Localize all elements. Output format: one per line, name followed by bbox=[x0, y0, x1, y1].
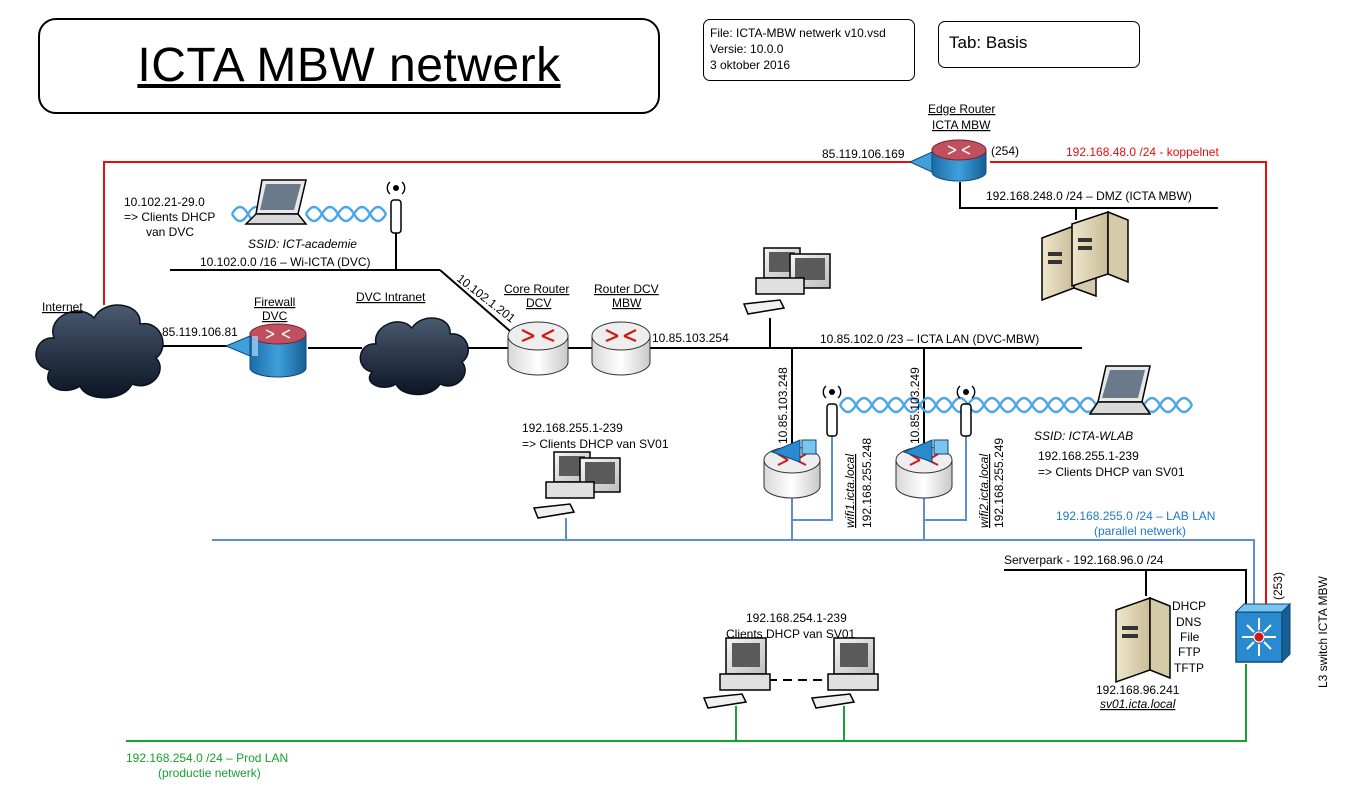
router-dcv-label-1: Router DCV bbox=[594, 282, 659, 296]
prod-lan-link bbox=[126, 664, 1247, 742]
wifi1-router-icon bbox=[763, 439, 821, 499]
wi-icta-label: 10.102.0.0 /16 – Wi-ICTA (DVC) bbox=[200, 255, 371, 269]
prod-clients-label-2: Clients DHCP van SV01 bbox=[726, 627, 855, 641]
laptop-icon-wlab bbox=[1088, 365, 1152, 415]
firewall-label-2: DVC bbox=[262, 309, 288, 323]
core-router-label-2: DCV bbox=[526, 296, 551, 310]
lab-lan-label-2: (parallel netwerk) bbox=[1094, 524, 1186, 538]
core-router-icon bbox=[507, 321, 569, 376]
edge-router-label-2: ICTA MBW bbox=[932, 118, 991, 132]
wifi2-ip-label: 192.168.255.249 bbox=[992, 438, 1006, 528]
dvc-intranet-cloud-icon bbox=[359, 317, 469, 396]
server-icon-sv01 bbox=[1115, 596, 1171, 684]
koppelnet-link bbox=[103, 161, 935, 305]
workstation-icon-prod-2 bbox=[810, 637, 879, 709]
router-dcv-label-2: MBW bbox=[612, 296, 642, 310]
ap1-uplink-ip-label: 10.85.103.248 bbox=[776, 367, 790, 444]
edge-254-label: (254) bbox=[991, 144, 1019, 158]
tab-label: Tab: Basis bbox=[949, 33, 1028, 52]
core-router-label-1: Core Router bbox=[504, 282, 569, 296]
dmz-link bbox=[959, 182, 1218, 209]
router-dcv-mbw-icon bbox=[591, 321, 651, 376]
core-ip-label: 10.102.1.201 bbox=[454, 271, 518, 325]
internet-label: Internet bbox=[42, 300, 83, 314]
edge-router-label-1: Edge Router bbox=[928, 102, 995, 116]
antenna-icon-wifi2 bbox=[956, 385, 976, 437]
koppelnet-label: 192.168.48.0 /24 - koppelnet bbox=[1066, 145, 1219, 159]
workstation-icon-icta-lan bbox=[742, 247, 831, 315]
page-title: ICTA MBW netwerk bbox=[137, 39, 561, 92]
wifi1-ip-label: 192.168.255.248 bbox=[860, 438, 874, 528]
service-tftp-label: TFTP bbox=[1174, 661, 1204, 675]
service-dns-label: DNS bbox=[1176, 615, 1201, 629]
server-icon-dmz bbox=[1041, 210, 1129, 302]
wifi2-name-label: wifi2.icta.local bbox=[977, 454, 991, 528]
workstation-icon-prod-1 bbox=[702, 637, 771, 709]
wifi-clients-label-2: => Clients DHCP bbox=[124, 210, 215, 224]
service-file-label: File bbox=[1180, 630, 1200, 644]
lab-clients-left-label-1: 192.168.255.1-239 bbox=[522, 421, 623, 435]
firewall-label-1: Firewall bbox=[254, 295, 295, 309]
router-dcv-ip-label: 10.85.103.254 bbox=[652, 331, 729, 345]
antenna-icon-wifi1 bbox=[822, 385, 842, 437]
ssid-ict-academie-label: SSID: ICT-academie bbox=[248, 237, 357, 251]
file-info-box: File: ICTA-MBW netwerk v10.vsd Versie: 1… bbox=[703, 19, 915, 81]
wifi-clients-label-3: van DVC bbox=[146, 225, 194, 239]
tab-box: Tab: Basis bbox=[938, 21, 1140, 68]
prod-lan-label-1: 192.168.254.0 /24 – Prod LAN bbox=[126, 751, 288, 765]
switch-253-label: (253) bbox=[1271, 572, 1285, 600]
wifi1-name-label: wifi1.icta.local bbox=[843, 454, 857, 528]
lab-lan-label-1: 192.168.255.0 /24 – LAB LAN bbox=[1056, 509, 1215, 523]
edge-ip-label: 85.119.106.169 bbox=[822, 147, 905, 161]
dmz-label: 192.168.248.0 /24 – DMZ (ICTA MBW) bbox=[986, 189, 1192, 203]
sv01-ip-label: 192.168.96.241 bbox=[1096, 683, 1180, 697]
lab-lan-link bbox=[212, 539, 1255, 612]
wifi2-router-icon bbox=[895, 439, 953, 499]
file-version: Versie: 10.0.0 bbox=[710, 42, 784, 56]
serverpark-link bbox=[1004, 569, 1247, 612]
switch-name-label: L3 switch ICTA MBW bbox=[1316, 576, 1330, 688]
koppelnet-switch-link bbox=[990, 161, 1267, 612]
wi-icta-core-link bbox=[439, 269, 519, 339]
firewall-icon bbox=[224, 323, 307, 378]
service-dhcp-label: DHCP bbox=[1172, 599, 1206, 613]
ssid-wlab-label: SSID: ICTA-WLAB bbox=[1034, 429, 1133, 443]
internet-cloud-icon bbox=[35, 304, 164, 399]
workstation-icon-lab bbox=[532, 451, 621, 519]
file-date: 3 oktober 2016 bbox=[710, 58, 791, 72]
ap2-antenna-lab-link bbox=[924, 434, 967, 521]
title-box: ICTA MBW netwerk bbox=[38, 18, 660, 114]
laptop-icon-dvc bbox=[244, 179, 308, 225]
lab-clients-right-label-1: 192.168.255.1-239 bbox=[1038, 449, 1139, 463]
firewall-ip-label: 85.119.106.81 bbox=[162, 325, 238, 339]
icta-lan-label: 10.85.102.0 /23 – ICTA LAN (DVC-MBW) bbox=[820, 332, 1039, 346]
l3-switch-icon bbox=[1234, 602, 1292, 664]
antenna-icon-dvc bbox=[386, 181, 406, 234]
dvc-intranet-label: DVC Intranet bbox=[356, 290, 426, 304]
prod-clients-label-1: 192.168.254.1-239 bbox=[746, 611, 847, 625]
prod-lan-label-2: (productie netwerk) bbox=[158, 766, 261, 780]
lab-clients-left-label-2: => Clients DHCP van SV01 bbox=[522, 437, 669, 451]
service-ftp-label: FTP bbox=[1178, 645, 1201, 659]
file-name: File: ICTA-MBW netwerk v10.vsd bbox=[710, 26, 886, 40]
edge-router-icon bbox=[908, 139, 987, 182]
ap1-antenna-lab-link bbox=[792, 434, 833, 521]
sv01-name-label: sv01.icta.local bbox=[1100, 697, 1176, 711]
ap2-uplink-ip-label: 10.85.103.249 bbox=[908, 367, 922, 444]
lab-clients-right-label-2: => Clients DHCP van SV01 bbox=[1038, 465, 1185, 479]
serverpark-label: Serverpark - 192.168.96.0 /24 bbox=[1004, 553, 1164, 567]
wifi-clients-label-1: 10.102.21-29.0 bbox=[124, 195, 205, 209]
